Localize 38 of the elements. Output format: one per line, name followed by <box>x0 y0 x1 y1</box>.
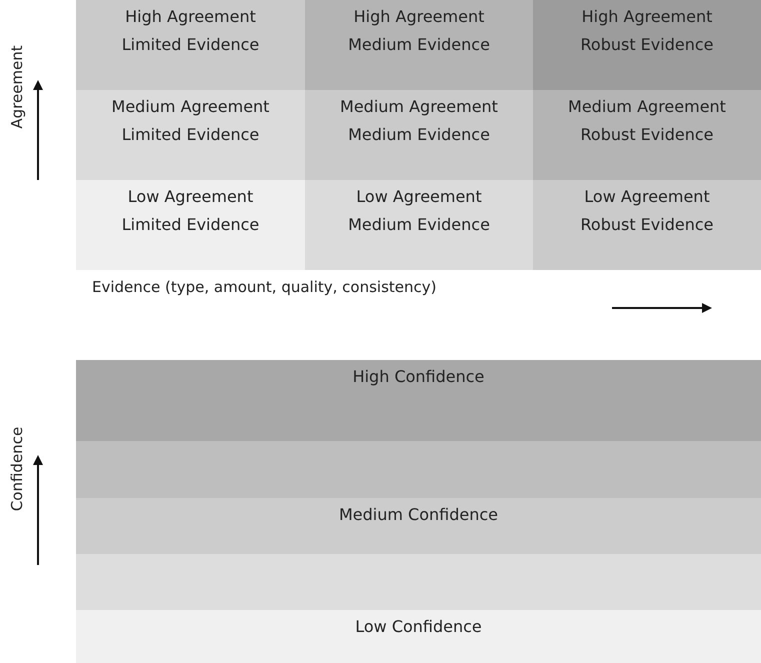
agreement-level: High Agreement <box>582 6 712 28</box>
grid-cell <box>305 90 533 180</box>
agreement-level: Medium Agreement <box>340 96 498 118</box>
grid-cell <box>305 180 533 270</box>
grid-cell <box>533 0 761 90</box>
confidence-band <box>76 441 761 498</box>
grid-cell <box>76 0 305 90</box>
agreement-level: Medium Agreement <box>568 96 726 118</box>
confidence-level: Low Confidence <box>355 616 482 638</box>
axis-label: Agreement <box>8 44 26 131</box>
grid-cell <box>533 180 761 270</box>
agreement-level: Low Agreement <box>128 186 254 208</box>
evidence-level: Limited Evidence <box>122 34 260 56</box>
confidence-band <box>76 498 761 554</box>
evidence-level: Robust Evidence <box>580 34 714 56</box>
confidence-level: Medium Confidence <box>338 504 498 526</box>
confidence-level: High Confidence <box>352 366 484 388</box>
confidence-band <box>76 610 761 663</box>
axis-label: Confidence <box>8 426 26 514</box>
grid-cell <box>533 90 761 180</box>
evidence-level: Medium Evidence <box>348 214 490 236</box>
evidence-level: Medium Evidence <box>348 124 490 146</box>
agreement-level: High Agreement <box>125 6 256 28</box>
evidence-level: Medium Evidence <box>348 34 490 56</box>
grid-cell <box>76 180 305 270</box>
axis-label: Evidence (type, amount, quality, consistency) <box>92 278 437 296</box>
agreement-level: High Agreement <box>354 6 484 28</box>
grid-cell <box>305 0 533 90</box>
evidence-level: Limited Evidence <box>122 214 260 236</box>
confidence-band <box>76 360 761 441</box>
agreement-level: Low Agreement <box>356 186 482 208</box>
evidence-level: Robust Evidence <box>580 124 714 146</box>
evidence-level: Limited Evidence <box>122 124 260 146</box>
evidence-level: Robust Evidence <box>580 214 714 236</box>
agreement-level: Low Agreement <box>584 186 710 208</box>
agreement-level: Medium Agreement <box>112 96 270 118</box>
grid-cell <box>76 90 305 180</box>
confidence-band <box>76 554 761 610</box>
